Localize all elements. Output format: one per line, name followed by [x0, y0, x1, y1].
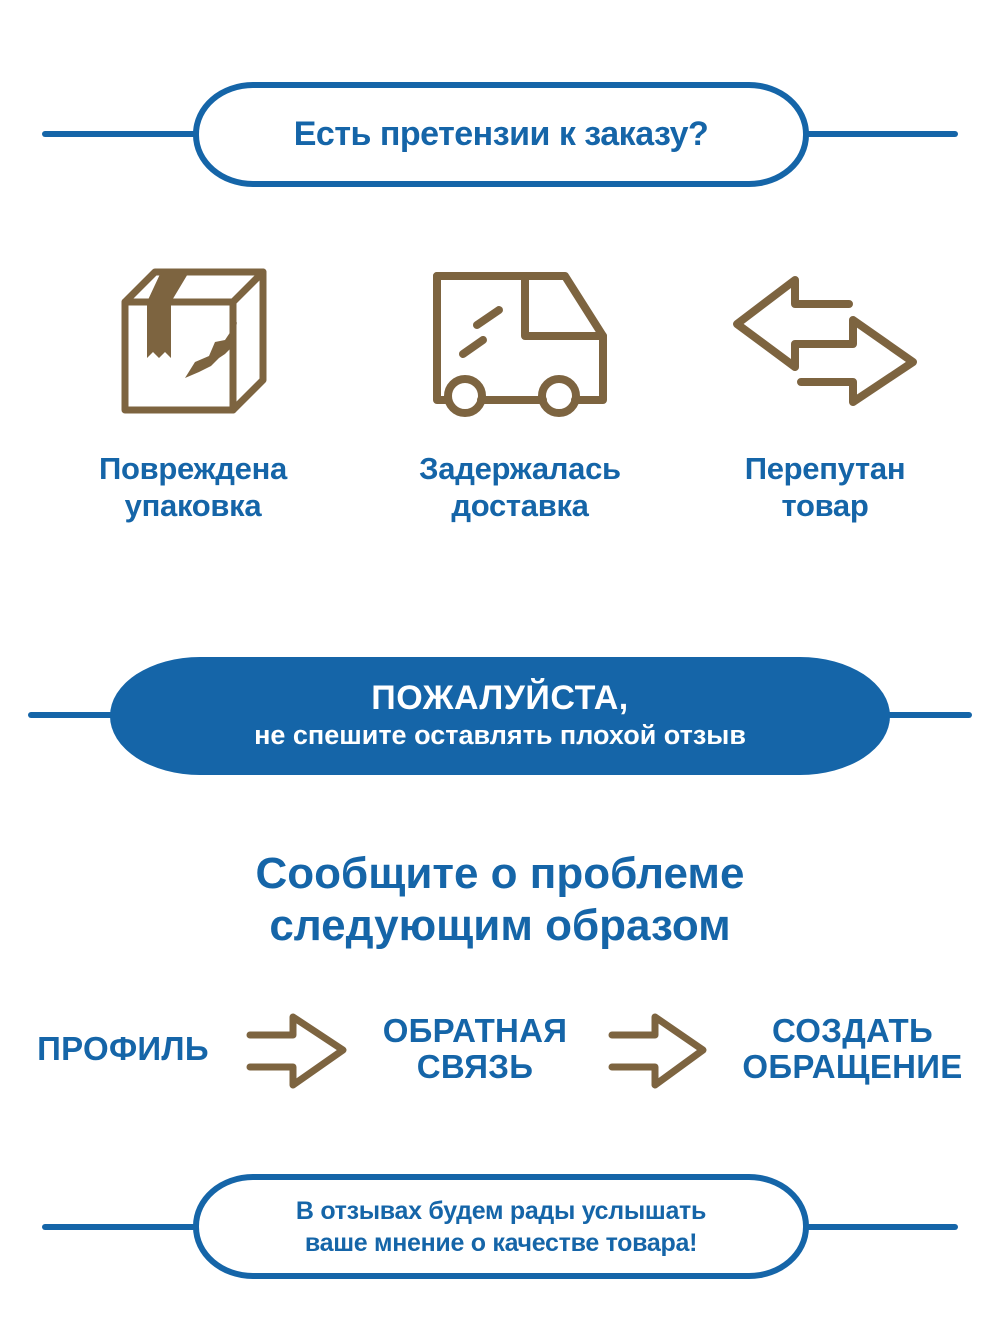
plea-line2: не спешите оставлять плохой отзыв — [254, 720, 746, 750]
damaged-box-icon — [121, 268, 267, 414]
plea-line1: ПОЖАЛУЙСТА, — [371, 679, 629, 717]
issue-label-line2: упаковка — [124, 488, 262, 523]
step-line1: СОЗДАТЬ — [771, 1012, 934, 1049]
right-arrow-icon — [608, 1013, 707, 1089]
step-line1: ПРОФИЛЬ — [37, 1030, 209, 1067]
footer-line2: ваше мнение о качестве товара! — [304, 1228, 698, 1257]
step-line2: ОБРАЩЕНИЕ — [742, 1048, 963, 1085]
step-profile: ПРОФИЛЬ — [18, 1031, 228, 1067]
step-line2: СВЯЗЬ — [416, 1048, 534, 1085]
instructions-line1: Сообщите о проблеме — [255, 849, 745, 898]
issue-label-line1: Повреждена — [99, 451, 287, 486]
issue-label-line2: товар — [781, 488, 869, 523]
issue-label-delayed-delivery: Задержалась доставка — [375, 450, 665, 524]
issue-label-line2: доставка — [451, 488, 589, 523]
swap-arrows-icon — [733, 276, 917, 406]
delivery-truck-icon — [433, 272, 607, 417]
instructions-line2: следующим образом — [269, 901, 731, 950]
instructions-heading: Сообщите о проблеме следующим образом — [0, 848, 1000, 952]
plea-pill: ПОЖАЛУЙСТА, не спешите оставлять плохой … — [110, 657, 890, 775]
issue-label-wrong-item: Перепутан товар — [705, 450, 945, 524]
issue-label-line1: Задержалась — [419, 451, 621, 486]
step-line1: ОБРАТНАЯ — [382, 1012, 568, 1049]
footer-line1: В отзывах будем рады услышать — [295, 1196, 707, 1225]
header-title: Есть претензии к заказу? — [293, 115, 709, 153]
header-pill: Есть претензии к заказу? — [193, 82, 809, 187]
issue-label-damaged-packaging: Повреждена упаковка — [58, 450, 328, 524]
step-feedback: ОБРАТНАЯ СВЯЗЬ — [355, 1013, 595, 1085]
issue-label-line1: Перепутан — [744, 451, 906, 486]
right-arrow-icon — [246, 1013, 347, 1089]
footer-pill: В отзывах будем рады услышать ваше мнени… — [193, 1174, 809, 1279]
step-create-request: СОЗДАТЬ ОБРАЩЕНИЕ — [715, 1013, 990, 1085]
